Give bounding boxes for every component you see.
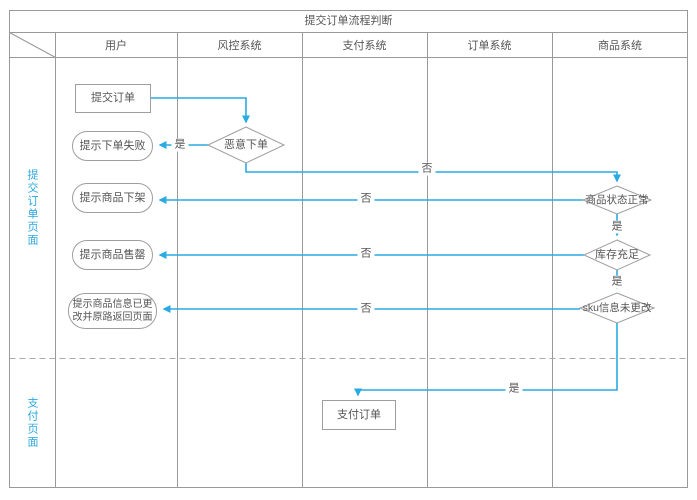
node-malicious-order: 恶意下单 — [224, 138, 268, 151]
node-order-fail: 提示下单失败 — [79, 139, 146, 152]
edge-label-status-no: 否 — [357, 192, 375, 206]
node-product-status-normal: 商品状态正常 — [585, 193, 649, 206]
node-product-info-changed: 提示商品信息已更改并原路返回页面 — [72, 299, 153, 323]
lane-header-order-system: 订单系统 — [467, 39, 512, 52]
lane-header-payment-system: 支付系统 — [342, 39, 387, 52]
swimlane-grid — [9, 10, 688, 488]
node-shape-product-status-normal — [581, 185, 653, 215]
lane-header-user: 用户 — [105, 39, 127, 52]
node-shape-product-info-changed — [68, 293, 157, 329]
node-shape-order-fail — [72, 131, 153, 161]
edge-label-stock-yes: 是 — [608, 275, 626, 289]
edge-label-status-yes: 是 — [608, 220, 626, 234]
node-shape-submit-order — [75, 84, 151, 113]
node-shape-product-sold-out — [72, 240, 153, 270]
node-shape-pay-order — [322, 400, 396, 430]
row-label-submit-order-page: 提交订单页面 — [26, 168, 38, 247]
node-shape-stock-sufficient — [582, 239, 652, 271]
header-diagonal-line — [9, 32, 56, 58]
node-sku-unchanged: sku信息未更改 — [582, 301, 652, 314]
edge-label-stock-no: 否 — [357, 247, 375, 261]
diagram-title: 提交订单流程判断 — [304, 14, 393, 27]
node-pay-order: 支付订单 — [337, 408, 381, 421]
edge-label-sku-yes: 是 — [505, 382, 523, 396]
node-shapes — [68, 84, 656, 430]
node-stock-sufficient: 库存充足 — [595, 248, 639, 261]
node-submit-order: 提交订单 — [91, 92, 135, 104]
row-label-pay-page: 支付页面 — [26, 397, 38, 449]
node-shape-sku-unchanged — [578, 292, 656, 324]
edge-label-malicious-no: 否 — [418, 162, 436, 176]
node-shape-malicious-order — [206, 126, 286, 164]
lane-header-product-system: 商品系统 — [598, 39, 642, 52]
lane-header-risk-system: 风控系统 — [217, 39, 262, 52]
edge-label-malicious-yes: 是 — [171, 138, 189, 152]
edge-label-sku-no: 否 — [357, 302, 375, 316]
node-product-sold-out: 提示商品售罄 — [79, 248, 146, 261]
node-product-off-shelf: 提示商品下架 — [79, 191, 146, 204]
node-shape-product-off-shelf — [72, 183, 153, 213]
